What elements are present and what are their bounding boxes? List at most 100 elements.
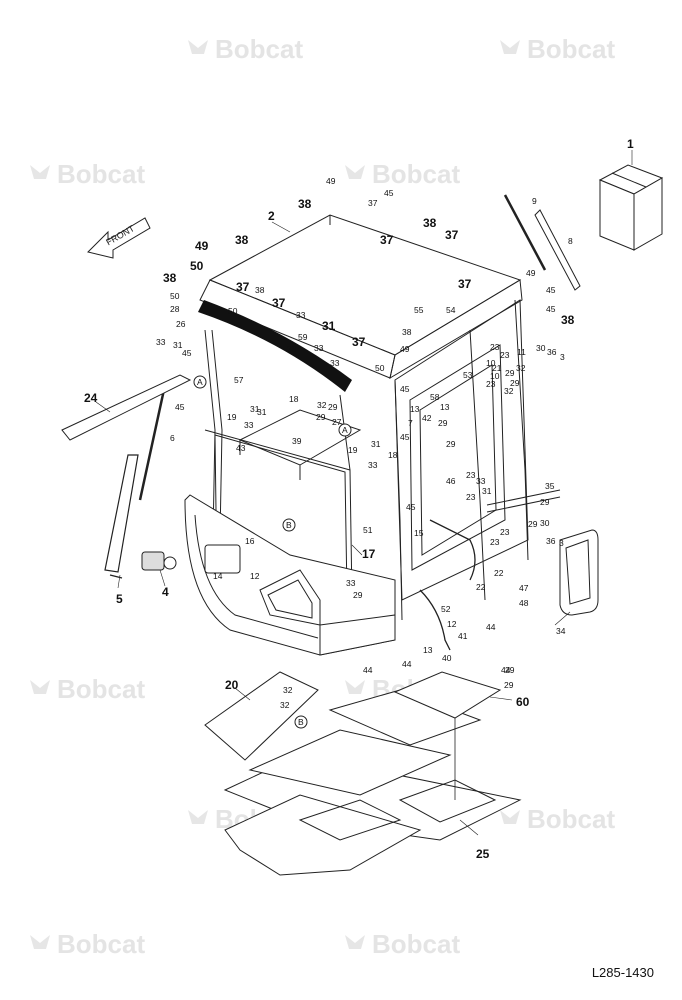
callout-label: 45: [384, 188, 394, 198]
callout-label: 38: [287, 344, 297, 354]
callout-label: 49: [195, 239, 209, 253]
callout-label: 38: [402, 327, 412, 337]
bobcat-logo-icon: Bobcat: [345, 929, 460, 959]
callout-label: 26: [176, 319, 186, 329]
callout-label: 41: [458, 631, 468, 641]
callout-label: 31: [371, 439, 381, 449]
callout-label: 29: [505, 665, 515, 675]
callout-label: 32: [317, 400, 327, 410]
callout-label: 45: [182, 348, 192, 358]
callout-label: 59: [298, 332, 308, 342]
callout-label: 45: [406, 502, 416, 512]
roof-panel: [200, 215, 522, 378]
callout-label: 32: [504, 386, 514, 396]
callout-label: 38: [561, 313, 575, 327]
callout-label: 49: [326, 176, 336, 186]
side-trim-panel: [560, 530, 598, 615]
callout-label: 45: [400, 384, 410, 394]
callout-label: 33: [296, 310, 306, 320]
wiper-assembly-left: [105, 385, 165, 578]
front-door-shell: [185, 495, 395, 655]
callout-label: 38: [163, 271, 177, 285]
callout-label: 4: [162, 585, 169, 599]
callout-label: 29: [316, 412, 326, 422]
callout-label: 33: [368, 460, 378, 470]
callouts-large: 1 2 38 49 38 50 38 37 37 38 37 37 38 37 …: [84, 137, 634, 861]
callout-label: 58: [430, 392, 440, 402]
callout-label: 29: [438, 418, 448, 428]
callout-label: 38: [235, 233, 249, 247]
callout-label: 42: [422, 413, 432, 423]
callout-label: 50: [190, 259, 204, 273]
callout-label: 19: [348, 445, 358, 455]
bobcat-logo-icon: Bobcat: [30, 674, 145, 704]
callout-label: 29: [540, 497, 550, 507]
seal-strip: [62, 375, 190, 440]
callout-label: 45: [400, 432, 410, 442]
callout-label: 31: [173, 340, 183, 350]
callout-label: 3: [560, 352, 565, 362]
callout-label: 23: [490, 537, 500, 547]
callout-label: 13: [410, 404, 420, 414]
svg-text:A: A: [197, 377, 203, 387]
callout-label: 45: [546, 285, 556, 295]
callout-label: 29: [505, 368, 515, 378]
callout-label: 33: [156, 337, 166, 347]
callout-label: 47: [519, 583, 529, 593]
callout-label: 38: [255, 285, 265, 295]
callout-label: 49: [400, 344, 410, 354]
floor-mat-assembly: [225, 690, 520, 875]
callout-label: 6: [170, 433, 175, 443]
svg-text:A: A: [342, 425, 348, 435]
callout-label: 13: [440, 402, 450, 412]
callout-label: 52: [441, 604, 451, 614]
callout-label: 44: [501, 665, 511, 675]
svg-text:Bobcat: Bobcat: [57, 674, 145, 704]
side-rail: [487, 490, 560, 512]
bobcat-logo-icon: Bobcat: [500, 34, 615, 64]
callout-label: 22: [476, 582, 486, 592]
callout-label: 51: [363, 525, 373, 535]
reference-circle-b-icon: B: [282, 518, 296, 532]
svg-text:Bobcat: Bobcat: [57, 929, 145, 959]
svg-text:B: B: [286, 520, 292, 530]
callout-label: 18: [289, 394, 299, 404]
callout-label: 60: [516, 695, 530, 709]
callout-label: 36: [546, 536, 556, 546]
callout-label: 33: [476, 476, 486, 486]
bobcat-logo-icon: Bobcat: [188, 34, 303, 64]
callout-label: 37: [380, 233, 394, 247]
leader-lines: [96, 150, 632, 835]
callout-label: 43: [236, 443, 246, 453]
callout-label: 32: [283, 685, 293, 695]
callout-label: 21: [492, 363, 502, 373]
callout-label: 29: [446, 439, 456, 449]
callout-label: 46: [446, 476, 456, 486]
callout-label: 15: [414, 528, 424, 538]
callout-label: 48: [519, 598, 529, 608]
callout-label: 30: [536, 343, 546, 353]
svg-text:Bobcat: Bobcat: [215, 34, 303, 64]
callout-label: 23: [486, 379, 496, 389]
kit-box-icon: [600, 165, 662, 250]
svg-text:Bobcat: Bobcat: [372, 159, 460, 189]
wire-harness: [420, 520, 475, 650]
callout-label: 49: [526, 268, 536, 278]
callout-label: 16: [245, 536, 255, 546]
callouts-small: 49 45 37 9 8 49 45 28 50 50 33 26 38 33 …: [156, 176, 573, 710]
callout-label: 28: [170, 304, 180, 314]
callout-label: 37: [236, 280, 250, 294]
callout-label: 38: [423, 216, 437, 230]
callout-label: 29: [510, 378, 520, 388]
callout-label: 55: [414, 305, 424, 315]
callout-label: 19: [227, 412, 237, 422]
callout-label: 54: [446, 305, 456, 315]
callout-label: 2: [268, 209, 275, 223]
callout-label: 17: [362, 547, 376, 561]
callout-label: 12: [250, 571, 260, 581]
callout-label: 13: [423, 645, 433, 655]
callout-label: 9: [532, 196, 537, 206]
bobcat-logo-icon: Bobcat: [500, 804, 615, 834]
front-arrow-icon: FRONT: [88, 218, 150, 258]
